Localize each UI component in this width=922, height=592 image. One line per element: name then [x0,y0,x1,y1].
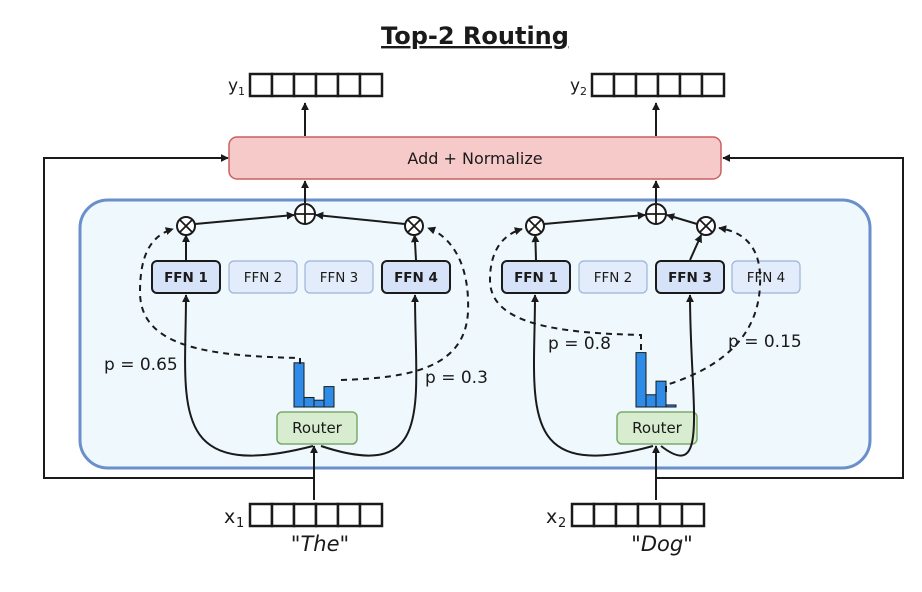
probability-label: p = 0.15 [728,332,802,352]
input-word: "The" [291,532,349,556]
output-label: y [570,76,580,96]
multiply-symbol [528,219,542,233]
probability-label: p = 0.8 [548,334,611,354]
sum-symbol [295,204,315,224]
output-vector-cell [358,72,384,98]
residual-connection-right [656,154,904,479]
output-vector-cell [700,72,726,98]
router-probability-bar [303,396,315,408]
input-subscript: 2 [558,516,566,531]
multiply-to-sum-arrow [315,211,406,225]
ffn-expert-label: FFN 3 [668,270,712,286]
output-vector-cell [248,72,274,98]
route-to-expert-2 [320,294,420,457]
expert-to-multiply-arrow [411,234,419,261]
ffn-expert-label: FFN 1 [164,270,208,286]
output-vector-cell [612,72,638,98]
expert-to-multiply-arrow [689,234,703,261]
input-vector-cell [248,502,274,528]
router-probability-bar [323,386,335,408]
ffn-expert-label: FFN 2 [594,270,633,286]
router-probability-bar [645,394,657,408]
route-to-expert-1 [181,294,314,457]
probability-gate-path [665,225,762,392]
input-label: x [224,506,235,528]
input-vector-cell [636,502,662,528]
router-box [616,411,698,445]
input-vector-cell [570,502,596,528]
output-vector-cell [678,72,704,98]
ffn-expert-selected [151,260,221,294]
probability-label: p = 0.3 [425,368,488,388]
router-probability-bar [665,404,677,408]
input-label: x [546,506,557,528]
multiply-to-sum-arrow [194,211,295,225]
ffn-expert-label: FFN 4 [394,270,438,286]
router-probability-bar [293,362,305,408]
ffn-expert-label: FFN 2 [244,270,283,286]
sum-symbol [646,204,666,224]
router-label: Router [292,419,343,437]
probability-gate-path [340,226,470,381]
multiply-symbol [179,219,193,233]
probability-gate-path [488,227,642,350]
ffn-expert-label: FFN 3 [320,270,359,286]
input-word: "Dog" [631,532,693,556]
probability-gate-path [138,227,301,364]
router-label: Router [632,419,683,437]
input-vector-cell [336,502,362,528]
input-vector-cell [314,502,340,528]
route-to-expert-2 [660,294,696,457]
multiply-symbol [699,219,713,233]
output-vector-cell [336,72,362,98]
input-vector-cell [592,502,618,528]
input-vector-cell [292,502,318,528]
output-vector-cell [634,72,660,98]
ffn-expert-label: FFN 1 [514,270,558,286]
ffn-expert [228,260,298,294]
input-vector-cell [658,502,684,528]
ffn-expert-selected [381,260,451,294]
diagram-title: Top-2 Routing [381,22,569,50]
output-vector-cell [270,72,296,98]
input-vector-cell [358,502,384,528]
multiply-to-sum-arrow [666,213,698,225]
output-vector-cell [656,72,682,98]
output-vector-cell [314,72,340,98]
add-normalize-block [228,136,722,180]
residual-connection-left [43,154,314,479]
add-normalize-label: Add + Normalize [407,149,542,168]
ffn-expert-selected [655,260,725,294]
ffn-expert-label: FFN 4 [747,270,786,286]
router-probability-bar [313,399,325,408]
router-probability-bar [635,352,647,408]
output-vector-cell [292,72,318,98]
output-subscript: 2 [580,85,587,98]
route-to-expert-1 [530,294,654,457]
input-vector-cell [614,502,640,528]
ffn-expert [578,260,648,294]
router-probability-bar [655,380,667,408]
output-vector-cell [590,72,616,98]
input-vector-cell [270,502,296,528]
multiply-symbol [407,219,421,233]
ffn-expert [304,260,374,294]
router-box [276,411,358,445]
ffn-expert [731,260,801,294]
input-subscript: 1 [236,516,244,531]
multiply-to-sum-arrow [543,211,646,225]
input-vector-cell [680,502,706,528]
ffn-expert-selected [501,260,571,294]
output-label: y [228,76,238,96]
expert-to-multiply-arrow [531,234,540,261]
output-subscript: 1 [238,85,245,98]
probability-label: p = 0.65 [104,355,178,375]
